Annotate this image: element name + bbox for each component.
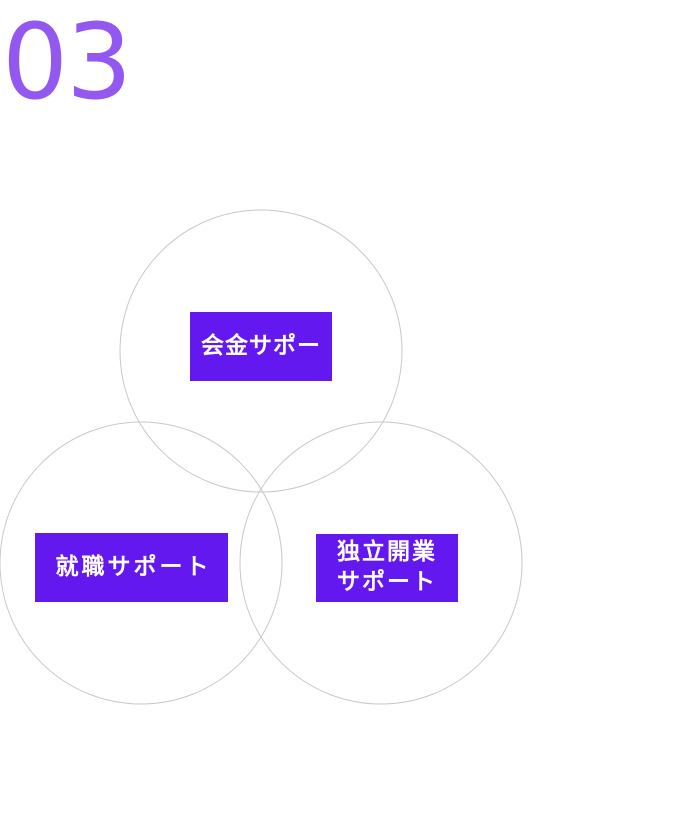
right-circle-label: 独立開業 サポート [316, 534, 458, 602]
venn-circle-top [119, 209, 403, 493]
venn-circle-right [239, 421, 523, 705]
venn-circle-left [0, 421, 283, 705]
left-circle-label: 就職サポート [35, 533, 228, 602]
top-circle-label: 会金サポー [190, 312, 332, 381]
step-number: 03 [2, 1, 132, 123]
